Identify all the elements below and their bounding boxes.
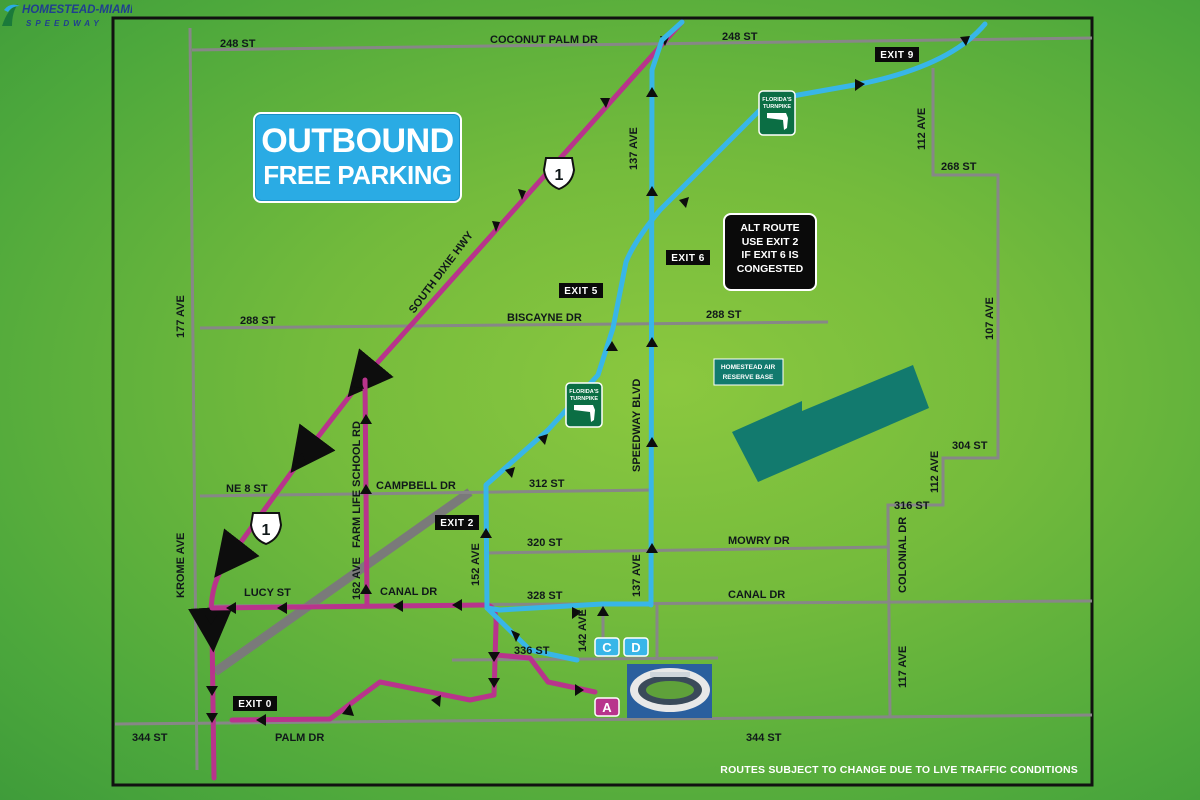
street-label: 344 ST xyxy=(746,732,782,744)
street-label: 112 AVE xyxy=(929,451,941,493)
air-base-area xyxy=(732,365,929,482)
street-label: BISCAYNE DR xyxy=(507,312,582,324)
turnpike-shield-icon: FLORIDA'S TURNPIKE xyxy=(758,90,796,136)
exit-9-text: EXIT 9 xyxy=(880,50,914,61)
street-label: 316 ST xyxy=(894,500,930,512)
florida-icon xyxy=(767,113,788,130)
title-line1: OUTBOUND xyxy=(261,122,454,160)
speedway-logo: HOMESTEAD-MIAMI SPEEDWAY xyxy=(2,4,132,28)
alt-route-note: ALT ROUTE USE EXIT 2 IF EXIT 6 IS CONGES… xyxy=(723,213,817,291)
street-label: 162 AVE xyxy=(351,557,363,600)
speedway-track-icon xyxy=(627,664,712,718)
street-label: 117 AVE xyxy=(897,646,909,688)
street-label: 288 ST xyxy=(240,315,276,327)
exit-6-label: EXIT 6 xyxy=(666,250,710,265)
exit-2-label: EXIT 2 xyxy=(435,515,479,530)
title-line2: FREE PARKING xyxy=(263,160,452,190)
air-base-line2: RESERVE BASE xyxy=(723,374,774,381)
air-base-line1: HOMESTEAD AIR xyxy=(721,364,776,371)
palm-tree-icon xyxy=(2,4,18,26)
exit-6-text: EXIT 6 xyxy=(671,253,705,264)
street-label: 304 ST xyxy=(952,440,988,452)
turnpike-shield-line1: FLORIDA'S xyxy=(762,97,792,103)
exit-2-text: EXIT 2 xyxy=(440,518,474,529)
exit-9-label: EXIT 9 xyxy=(875,47,919,62)
speedway-logo-name: HOMESTEAD-MIAMI xyxy=(22,4,132,16)
turnpike-shield-line1: FLORIDA'S xyxy=(569,389,599,395)
street-label: 152 AVE xyxy=(470,543,482,586)
street-label: 248 ST xyxy=(722,31,758,43)
street-label: 344 ST xyxy=(132,732,168,744)
street-label: 112 AVE xyxy=(916,108,928,150)
parking-lot-d-label: D xyxy=(631,640,640,655)
street-label: MOWRY DR xyxy=(728,535,790,547)
disclaimer: ROUTES SUBJECT TO CHANGE DUE TO LIVE TRA… xyxy=(720,764,1078,776)
exit-5-text: EXIT 5 xyxy=(564,286,598,297)
street-label: 248 ST xyxy=(220,38,256,50)
florida-icon xyxy=(574,405,595,422)
speedway-logo-sub: SPEEDWAY xyxy=(26,19,103,28)
turnpike-shield-line2: TURNPIKE xyxy=(570,396,598,402)
street-label: LUCY ST xyxy=(244,587,291,599)
route-turnpike xyxy=(483,19,988,663)
street-label: 328 ST xyxy=(527,590,563,602)
street-label: 288 ST xyxy=(706,309,742,321)
street-label: PALM DR xyxy=(275,732,324,744)
turnpike-shield-icon: FLORIDA'S TURNPIKE xyxy=(565,382,603,428)
us1-shield-icon: 1 xyxy=(542,157,576,191)
exit-5-label: EXIT 5 xyxy=(559,283,603,298)
street-label: SOUTH DIXIE HWY xyxy=(407,229,477,316)
street-label: 320 ST xyxy=(527,537,563,549)
street-labels: 248 ST COCONUT PALM DR 248 ST 268 ST 288… xyxy=(132,31,988,744)
street-label: SPEEDWAY BLVD xyxy=(631,379,643,472)
street-label: CAMPBELL DR xyxy=(376,480,456,492)
exit-0-label: EXIT 0 xyxy=(233,696,277,711)
parking-lot-d[interactable]: D xyxy=(623,637,649,657)
us1-shield-icon: 1 xyxy=(249,512,283,546)
street-label: 107 AVE xyxy=(984,297,996,340)
street-label: 137 AVE xyxy=(628,127,640,170)
street-label: 177 AVE xyxy=(175,295,187,338)
alt-route-line: ALT ROUTE xyxy=(740,222,800,234)
street-label: 336 ST xyxy=(514,645,550,657)
street-label: 312 ST xyxy=(529,478,565,490)
alt-route-line: CONGESTED xyxy=(736,262,804,275)
turnpike-shield-line2: TURNPIKE xyxy=(763,104,791,110)
exit-0-text: EXIT 0 xyxy=(238,699,272,710)
street-label: 142 AVE xyxy=(577,609,589,652)
map-frame xyxy=(111,16,1094,787)
street-label: CANAL DR xyxy=(380,586,437,598)
parking-lot-a[interactable]: A xyxy=(594,697,620,717)
parking-lot-c[interactable]: C xyxy=(594,637,620,657)
street-label: COLONIAL DR xyxy=(897,517,909,593)
parking-lot-a-label: A xyxy=(602,700,612,715)
us1-shield-text: 1 xyxy=(262,522,271,539)
alt-route-line: USE EXIT 2 xyxy=(741,235,799,248)
street-label: 268 ST xyxy=(941,161,977,173)
alt-route-line: IF EXIT 6 IS xyxy=(741,249,799,261)
parking-lot-c-label: C xyxy=(602,640,612,655)
street-label: NE 8 ST xyxy=(226,483,268,495)
street-label: KROME AVE xyxy=(175,533,187,598)
street-label: COCONUT PALM DR xyxy=(490,34,598,46)
route-turnpike-arrows xyxy=(480,36,970,642)
street-label: CANAL DR xyxy=(728,589,785,601)
street-label: FARM LIFE SCHOOL RD xyxy=(351,421,363,548)
street-label: 137 AVE xyxy=(631,554,643,597)
us1-shield-text: 1 xyxy=(555,167,564,184)
map-title: OUTBOUND FREE PARKING xyxy=(253,112,462,203)
air-base-label: HOMESTEAD AIR RESERVE BASE xyxy=(713,358,784,386)
